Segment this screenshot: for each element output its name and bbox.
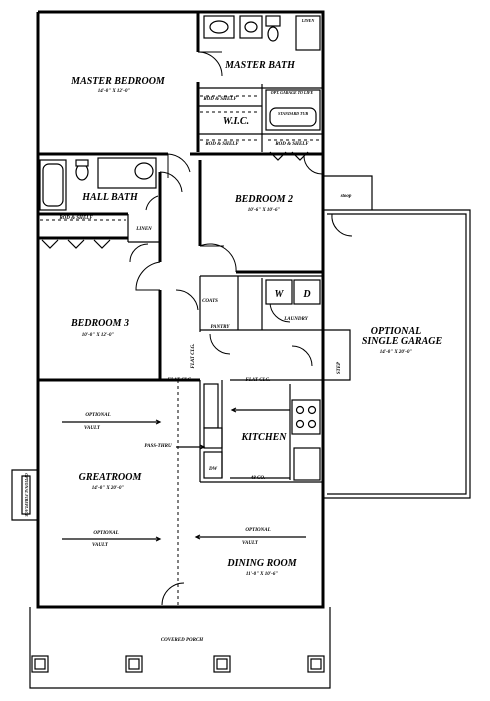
- master-bedroom-label: MASTER BEDROOM: [70, 76, 166, 87]
- dining-room-dims: 11'-0" X 10'-6": [246, 572, 278, 577]
- coats-label: COATS: [202, 299, 218, 304]
- bedroom3-dims: 10'-0" X 12'-0": [82, 333, 115, 338]
- optional-vault-greatroom-top: OPTIONAL: [85, 413, 110, 418]
- flat-clg-left-label: FLAT CLG.: [167, 378, 192, 383]
- vault-dining: VAULT: [242, 541, 259, 546]
- garage-outline: [323, 175, 471, 499]
- dw-label: DW: [208, 467, 218, 472]
- vault-greatroom-bottom: VAULT: [92, 543, 109, 548]
- bedroom2-dims: 10'-6" X 10'-6": [248, 208, 281, 213]
- step-label: STEP: [337, 361, 342, 374]
- rod-shelf-wic-label: ROD & SHELF: [203, 97, 237, 102]
- garage-label-line2: SINGLE GARAGE: [362, 336, 443, 347]
- optional-vault-greatroom-bottom: OPTIONAL: [93, 531, 118, 536]
- linen-hall-label: LINEN: [135, 227, 152, 232]
- opt-garage-label: OPT. GARAGE TO LIFE: [271, 90, 314, 95]
- room-labels: MASTER BEDROOM 14'-0" X 12'-0" MASTER BA…: [24, 18, 442, 643]
- pantry-label: PANTRY: [211, 325, 231, 330]
- laundry-label: LAUNDRY: [283, 317, 308, 322]
- exterior-walls: [36, 10, 325, 609]
- wic-label: W.I.C.: [223, 116, 249, 127]
- bedroom3-label: BEDROOM 3: [70, 318, 129, 329]
- doors: [129, 51, 353, 606]
- covered-porch: [29, 607, 331, 689]
- greatroom-dims: 14'-0" X 20'-0": [92, 486, 125, 491]
- interior-walls: [38, 12, 323, 607]
- flat-clg-vertical-label: FLAT CLG.: [191, 343, 196, 368]
- fireplace: [11, 469, 38, 521]
- master-bedroom-dims: 14'-0" X 12'-0": [98, 89, 131, 94]
- rod-shelf-bed2-label: ROD & SHELF: [275, 142, 309, 147]
- pass-thru-label: PASS-THRU: [144, 444, 172, 449]
- standard-tub-label: STANDARD TUB: [278, 111, 308, 116]
- stoop-label: stoop: [340, 194, 352, 199]
- optional-vault-dining: OPTIONAL: [245, 528, 270, 533]
- greatroom-label: GREATROOM: [79, 472, 143, 483]
- fixtures: [39, 15, 321, 542]
- kitchen-label: KITCHEN: [240, 432, 287, 443]
- garage-dims: 14'-0" X 20'-0": [380, 350, 413, 355]
- linen-mb-label: LINEN: [301, 18, 316, 23]
- master-bath-label: MASTER BATH: [224, 60, 296, 71]
- garage-label-line1: OPTIONAL: [371, 326, 422, 337]
- hall-bath-label: HALL BATH: [81, 192, 139, 203]
- dryer-label: D: [302, 289, 310, 300]
- covered-porch-label: COVERED PORCH: [161, 638, 204, 643]
- rod-shelf-bath-label: ROD & SHELF: [205, 142, 239, 147]
- washer-label: W: [275, 289, 285, 300]
- dining-room-label: DINING ROOM: [226, 558, 297, 569]
- vault-greatroom-top: VAULT: [84, 426, 101, 431]
- rod-shelf-hall-label: ROD & SHELF: [59, 216, 93, 221]
- bedroom2-label: BEDROOM 2: [234, 194, 293, 205]
- optional-fireplace-label: OPTIONAL FIREPLACE: [24, 473, 29, 517]
- ceiling-48-label: 48 CO.: [250, 476, 265, 481]
- flat-clg-kitchen-label: FLAT CLG.: [245, 378, 270, 383]
